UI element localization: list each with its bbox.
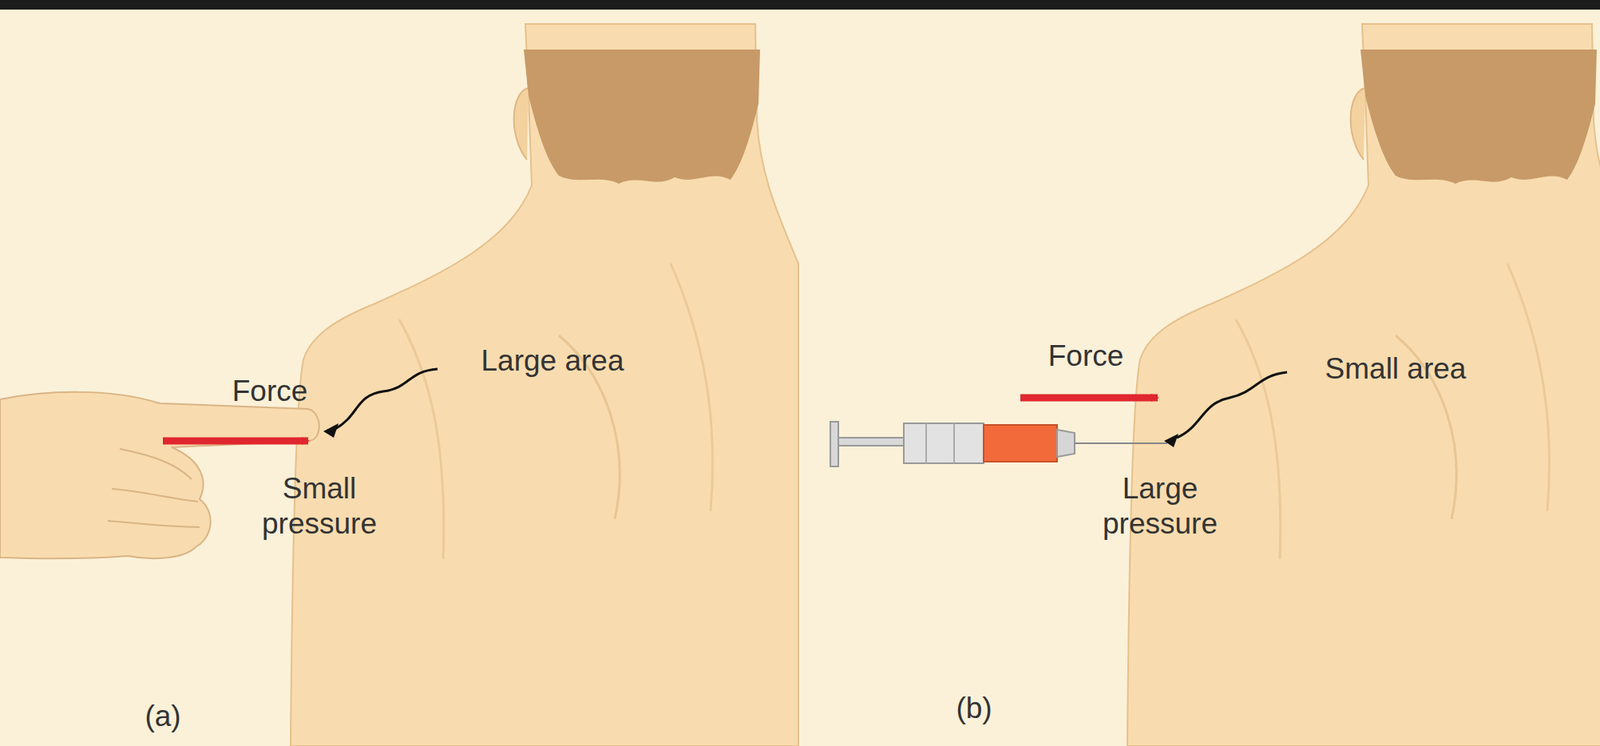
pressure-label: Large pressure (1072, 471, 1248, 543)
panel-letter: (b) (955, 690, 992, 726)
force-label: Force (1048, 338, 1125, 374)
area-label: Large area (481, 343, 625, 379)
force-label: Force (232, 373, 309, 409)
area-label: Small area (1325, 351, 1467, 387)
pressure-label: Small pressure (231, 471, 408, 543)
panel-letter: (a) (144, 698, 181, 734)
